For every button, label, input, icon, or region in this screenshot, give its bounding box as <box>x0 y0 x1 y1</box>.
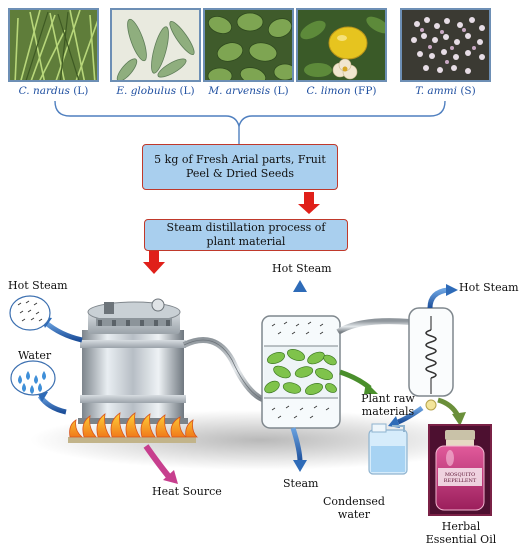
water-container <box>368 423 408 475</box>
caption-m-arvensis: M. arvensis (L) <box>203 85 294 97</box>
plant-photo-t-ammi <box>400 8 491 82</box>
caption-c-limon: C. limon (FP) <box>296 85 387 97</box>
caption-c-nardus: C. nardus (L) <box>8 85 99 97</box>
process-text: Steam distillation process of plant mate… <box>166 221 326 248</box>
plant-name: C. limon <box>306 85 351 97</box>
plant-photo-e-globulus <box>110 8 201 82</box>
essential-oil-bottle <box>428 424 492 516</box>
ajwain-flowers-image <box>402 10 489 80</box>
label-hot-steam-left: Hot Steam <box>8 279 68 292</box>
heat-arrowhead <box>163 470 178 484</box>
plant-name: T. ammi <box>415 85 457 97</box>
label-plant-raw: Plant raw materials <box>361 392 415 418</box>
distillation-column <box>261 315 341 429</box>
water-drops <box>18 371 46 394</box>
water-bubble <box>10 360 56 396</box>
blue-arrowhead <box>293 460 307 472</box>
label-hot-steam-right: Hot Steam <box>459 281 519 294</box>
plant-name: E. globulus <box>116 85 177 97</box>
red-arrow-down-2 <box>143 251 165 274</box>
blue-arrow-steam <box>290 427 303 463</box>
caption-t-ammi: T. ammi (S) <box>400 85 491 97</box>
input-material-text: 5 kg of Fresh Arial parts, Fruit Peel & … <box>154 153 326 180</box>
plant-name: M. arvensis <box>208 85 271 97</box>
mint-leaves-image <box>205 10 292 80</box>
eucalyptus-leaves-image <box>112 10 199 80</box>
plant-photo-m-arvensis <box>203 8 294 82</box>
plant-part: (L) <box>273 85 289 97</box>
plant-name: C. nardus <box>18 85 70 97</box>
boiler-vessel <box>78 298 188 424</box>
red-arrow-down-1 <box>298 192 320 214</box>
plant-part: (L) <box>179 85 195 97</box>
blue-arrow-hot-steam-right <box>427 287 449 309</box>
process-box: Steam distillation process of plant mate… <box>144 219 348 251</box>
blue-arrow-condensed <box>397 405 424 425</box>
input-material-box: 5 kg of Fresh Arial parts, Fruit Peel & … <box>142 144 338 190</box>
label-heat-source: Heat Source <box>152 485 222 498</box>
grouping-bracket <box>54 100 446 129</box>
steam-pipe-2 <box>336 318 411 335</box>
green-arrowhead <box>364 382 378 394</box>
green-arrowhead <box>452 412 466 426</box>
plant-part: (L) <box>73 85 89 97</box>
label-water: Water <box>18 349 52 362</box>
label-steam: Steam <box>283 477 319 490</box>
label-condensed-water: Condensed water <box>323 495 385 521</box>
blue-arrow-steam-left <box>43 320 83 343</box>
plant-photo-c-limon <box>296 8 387 82</box>
plant-part: (FP) <box>353 85 377 97</box>
label-hot-steam-mid: Hot Steam <box>272 262 332 275</box>
fire-flames <box>68 412 198 443</box>
blue-arrowhead <box>293 280 307 292</box>
blue-arrowhead <box>446 284 458 296</box>
grass-leaves-image <box>10 10 97 80</box>
label-essential-oil: Herbal Essential Oil <box>425 520 497 546</box>
condenser <box>408 307 454 411</box>
steam-pipe-1 <box>182 337 267 403</box>
caption-e-globulus: E. globulus (L) <box>110 85 201 97</box>
plant-part: (S) <box>460 85 476 97</box>
hot-steam-bubble <box>9 295 51 331</box>
plant-photo-c-nardus <box>8 8 99 82</box>
bottle-label-text: MOSQUITO REPELLENT <box>443 472 477 484</box>
lemon-fruit-image <box>298 10 385 80</box>
steam-particles <box>17 300 43 322</box>
